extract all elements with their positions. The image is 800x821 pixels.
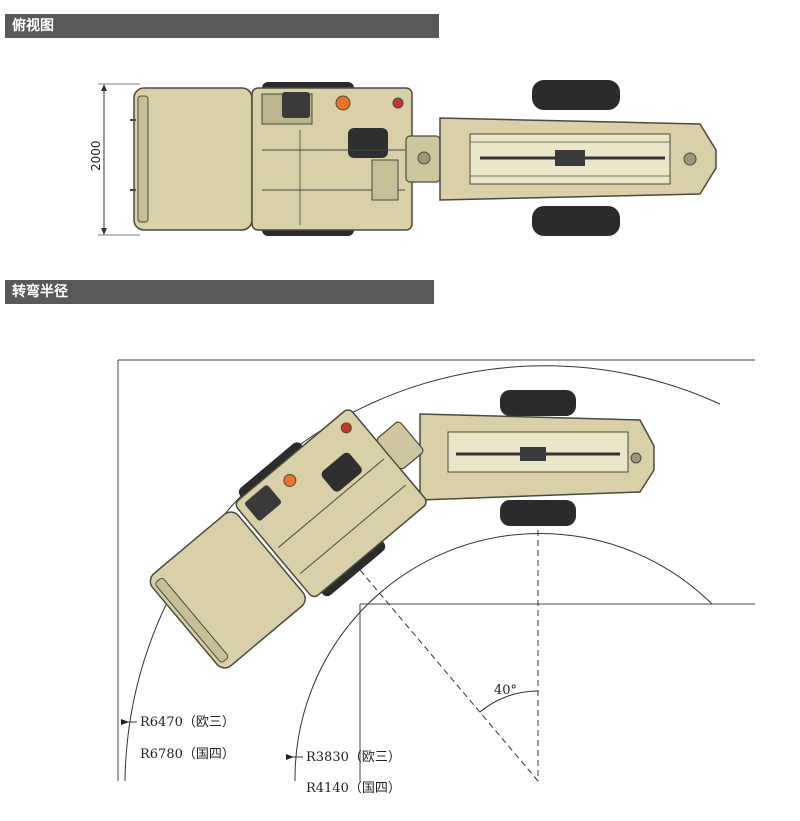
inner-radius-cn4-label: R4140（国四） [306,781,401,796]
engine-cover [149,511,306,669]
angle-arc [479,690,539,713]
red-lamp [340,422,352,434]
red-lamp [392,97,404,109]
inner-turning-arc [294,532,713,782]
tire [500,390,576,416]
angle-label: 40° [494,683,517,698]
section-header-turning-radius: 转弯半径 [5,280,434,304]
section-header-top-view: 俯视图 [5,14,439,38]
outer-radius-cn4-label: R6780（国四） [140,747,235,762]
top-view-machine: 2000 [89,80,717,236]
width-dimension: 2000 [89,83,140,236]
inner-radius-eu3-label: R3830（欧三） [306,750,401,765]
width-dimension-label: 2000 [89,140,103,171]
turning-radius-diagram: 40° R6470（欧三） R6780（国四） R3830（欧三） R4140（… [117,359,755,796]
orange-lamp [283,473,297,487]
outer-radius-eu3-label: R6470（欧三） [140,715,235,730]
tire [532,80,620,110]
section-title: 俯视图 [12,18,54,34]
articulation-joint [376,421,424,470]
engine-cover [133,87,253,231]
tire [500,500,576,526]
section-title: 转弯半径 [12,284,68,300]
orange-lamp [335,95,351,111]
tire [532,206,620,236]
